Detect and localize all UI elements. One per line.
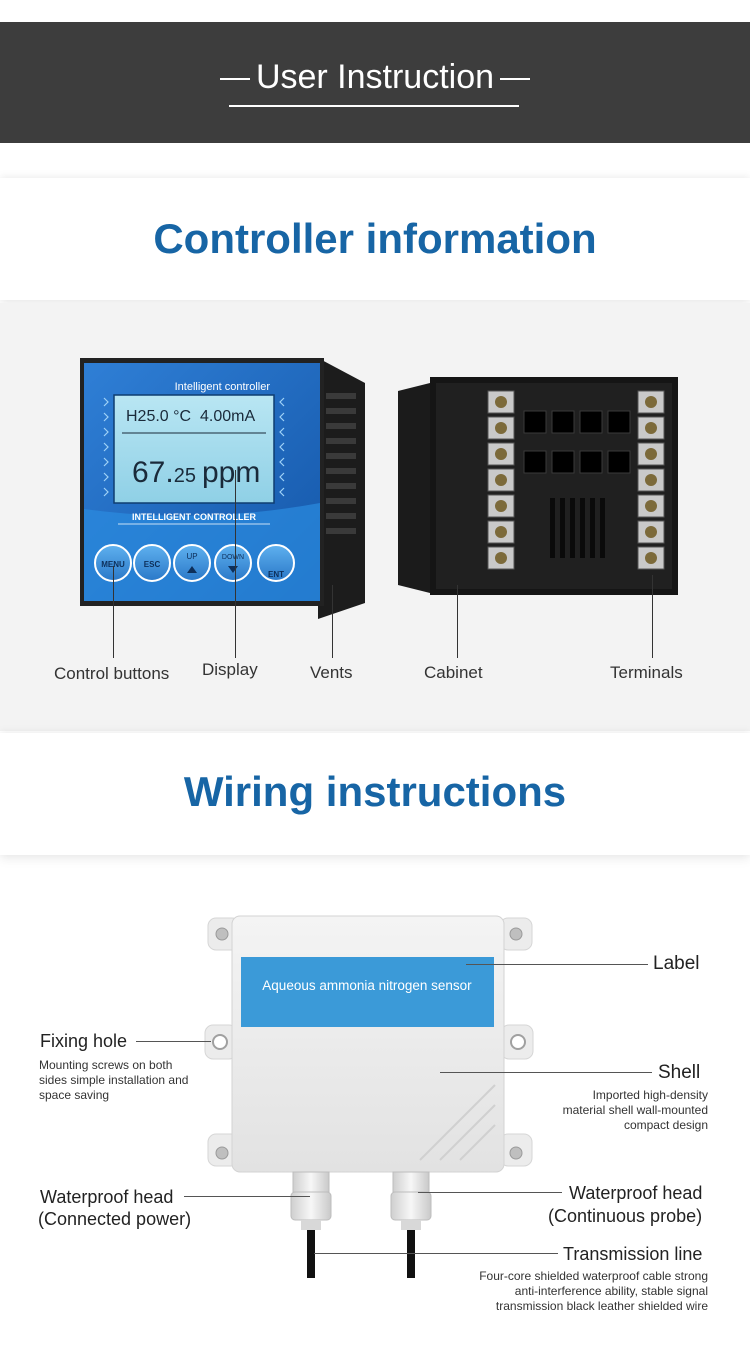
screw-icon — [509, 927, 523, 941]
leader-fixing-hole — [136, 1041, 211, 1042]
annotation-waterproof-probe-sub: (Continuous probe) — [548, 1206, 703, 1226]
leader-shell — [440, 1072, 652, 1073]
lcd-temperature: H25.0 °C — [126, 408, 191, 425]
annotation-waterproof-power: Waterproof head — [40, 1187, 174, 1207]
page-title: User Instruction — [0, 58, 750, 97]
screw-icon — [215, 927, 229, 941]
esc-button[interactable]: ESC — [133, 544, 171, 582]
section-title-wiring: Wiring instructions — [183, 768, 567, 815]
annotation-fixing-hole: Fixing hole — [40, 1031, 128, 1051]
leader-vents — [332, 585, 333, 658]
screen-brand: Intelligent controller — [175, 381, 271, 393]
ent-button[interactable]: ENT — [257, 544, 295, 582]
sensor-shell — [231, 915, 505, 1173]
leader-display — [235, 470, 236, 658]
leader-terminals — [652, 575, 653, 658]
leader-control-buttons — [113, 566, 114, 658]
leader-waterproof-probe — [418, 1192, 562, 1193]
section-title-controller: Controller information — [153, 215, 597, 262]
screw-icon — [509, 1146, 523, 1160]
caption-terminals: Terminals — [610, 663, 683, 682]
caption-vents: Vents — [310, 663, 353, 682]
cable-probe — [407, 1230, 415, 1278]
lcd-current: 4.00mA — [200, 408, 255, 425]
lcd-display — [113, 394, 275, 504]
up-button[interactable]: UP — [173, 544, 211, 582]
fixing-hole-ears — [204, 917, 534, 1167]
cable-power — [307, 1230, 315, 1278]
leader-waterproof-power — [184, 1196, 310, 1197]
annotation-shell-desc: Imported high-density material shell wal… — [562, 1088, 708, 1132]
screw-icon — [215, 1146, 229, 1160]
down-button[interactable]: DOWN — [214, 544, 252, 582]
waterproof-glands — [290, 1171, 432, 1230]
fixing-hole-icon — [212, 1034, 228, 1050]
annotation-fixing-hole-desc: Mounting screws on both sides simple ins… — [39, 1058, 189, 1102]
section-band-controller — [0, 178, 750, 300]
controller-illustration: Intelligent controller H25.0 °C 4.00mA 6… — [80, 358, 678, 619]
sensor-label — [241, 957, 494, 1027]
leader-label — [466, 964, 648, 965]
annotation-transmission-desc: Four-core shielded waterproof cable stro… — [479, 1269, 708, 1313]
menu-button[interactable]: MENU — [94, 544, 132, 582]
annotation-waterproof-power-sub: (Connected power) — [38, 1209, 192, 1229]
title-underline — [229, 105, 519, 107]
caption-display: Display — [202, 660, 258, 679]
caption-cabinet: Cabinet — [424, 663, 483, 682]
fixing-hole-icon — [510, 1034, 526, 1050]
control-buttons: MENU ESC UP DOWN ENT — [94, 544, 295, 582]
leader-cabinet — [457, 585, 458, 658]
rear-controller — [398, 377, 678, 595]
annotation-label: Label — [653, 953, 700, 974]
panel-label: INTELLIGENT CONTROLLER — [132, 512, 256, 522]
up-arrow-icon — [187, 566, 197, 573]
sensor-label-text: Aqueous ammonia nitrogen sensor — [262, 978, 472, 993]
svg-text:ESC: ESC — [144, 560, 161, 569]
svg-text:DOWN: DOWN — [222, 554, 244, 561]
vents-body — [318, 358, 365, 619]
sensor-illustration: Aqueous ammonia nitrogen sensor — [204, 915, 534, 1278]
svg-text:UP: UP — [186, 552, 197, 561]
annotation-shell: Shell — [658, 1062, 701, 1083]
annotation-transmission: Transmission line — [563, 1244, 703, 1264]
header-band — [0, 22, 750, 143]
section-band-wiring — [0, 733, 750, 855]
svg-text:MENU: MENU — [101, 560, 125, 569]
leader-transmission — [314, 1253, 558, 1254]
annotation-waterproof-probe: Waterproof head — [569, 1183, 703, 1203]
caption-control-buttons: Control buttons — [54, 664, 170, 683]
svg-text:ENT: ENT — [268, 570, 284, 579]
